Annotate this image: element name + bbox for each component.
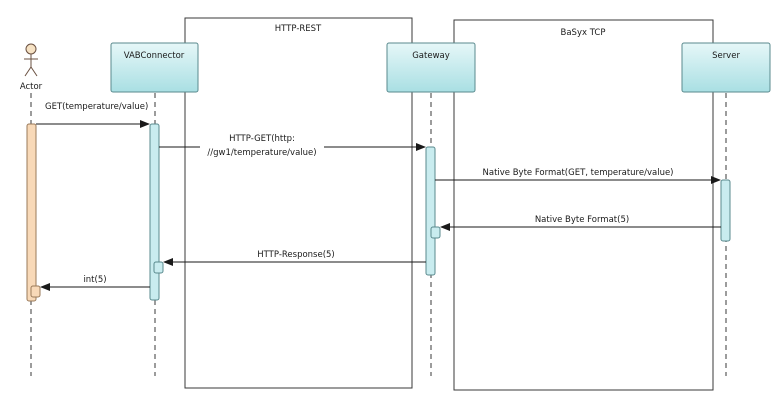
- participant-gateway[interactable]: Gateway: [386, 42, 476, 93]
- message-native-request[interactable]: Native Byte Format(GET, temperature/valu…: [435, 168, 721, 184]
- frame-http-rest: HTTP-REST: [184, 17, 413, 389]
- message-get-request[interactable]: GET(temperature/value): [36, 102, 150, 128]
- actor-activation: [26, 123, 37, 302]
- message-get-request-label: GET(temperature/value): [45, 102, 148, 112]
- server-activation: [720, 179, 731, 242]
- participant-vab-connector[interactable]: VABConnector: [110, 42, 199, 93]
- frame-basyx-tcp-title: BaSyx TCP: [561, 28, 606, 38]
- frame-basyx-tcp: BaSyx TCP: [453, 19, 714, 391]
- actor-label: Actor: [20, 82, 43, 92]
- message-http-get[interactable]: HTTP-GET(http: //gw1/temperature/value): [159, 131, 426, 158]
- message-http-response[interactable]: HTTP-Response(5): [163, 250, 426, 266]
- message-native-response-label: Native Byte Format(5): [535, 215, 629, 225]
- message-native-request-label: Native Byte Format(GET, temperature/valu…: [483, 168, 674, 178]
- gateway-activation: [425, 146, 436, 276]
- message-int-response-label: int(5): [83, 275, 106, 285]
- vab-connector-activation: [149, 123, 160, 301]
- participant-server[interactable]: Server: [681, 42, 771, 93]
- actor-head-icon: [25, 43, 37, 55]
- message-http-response-label: HTTP-Response(5): [257, 250, 335, 260]
- frame-http-rest-title: HTTP-REST: [275, 24, 322, 34]
- message-http-get-label-line2: //gw1/temperature/value): [207, 148, 316, 158]
- message-native-response[interactable]: Native Byte Format(5): [440, 215, 721, 231]
- participant-vab-connector-label: VABConnector: [124, 51, 185, 61]
- gateway-activation-nested: [430, 226, 441, 239]
- actor[interactable]: [24, 43, 38, 77]
- message-http-get-label-line1: HTTP-GET(http:: [229, 134, 295, 144]
- actor-activation-nested: [30, 285, 41, 298]
- participant-gateway-label: Gateway: [412, 51, 450, 61]
- message-int-response[interactable]: int(5): [40, 275, 150, 291]
- participant-server-label: Server: [712, 51, 740, 61]
- vab-connector-activation-nested: [153, 261, 164, 274]
